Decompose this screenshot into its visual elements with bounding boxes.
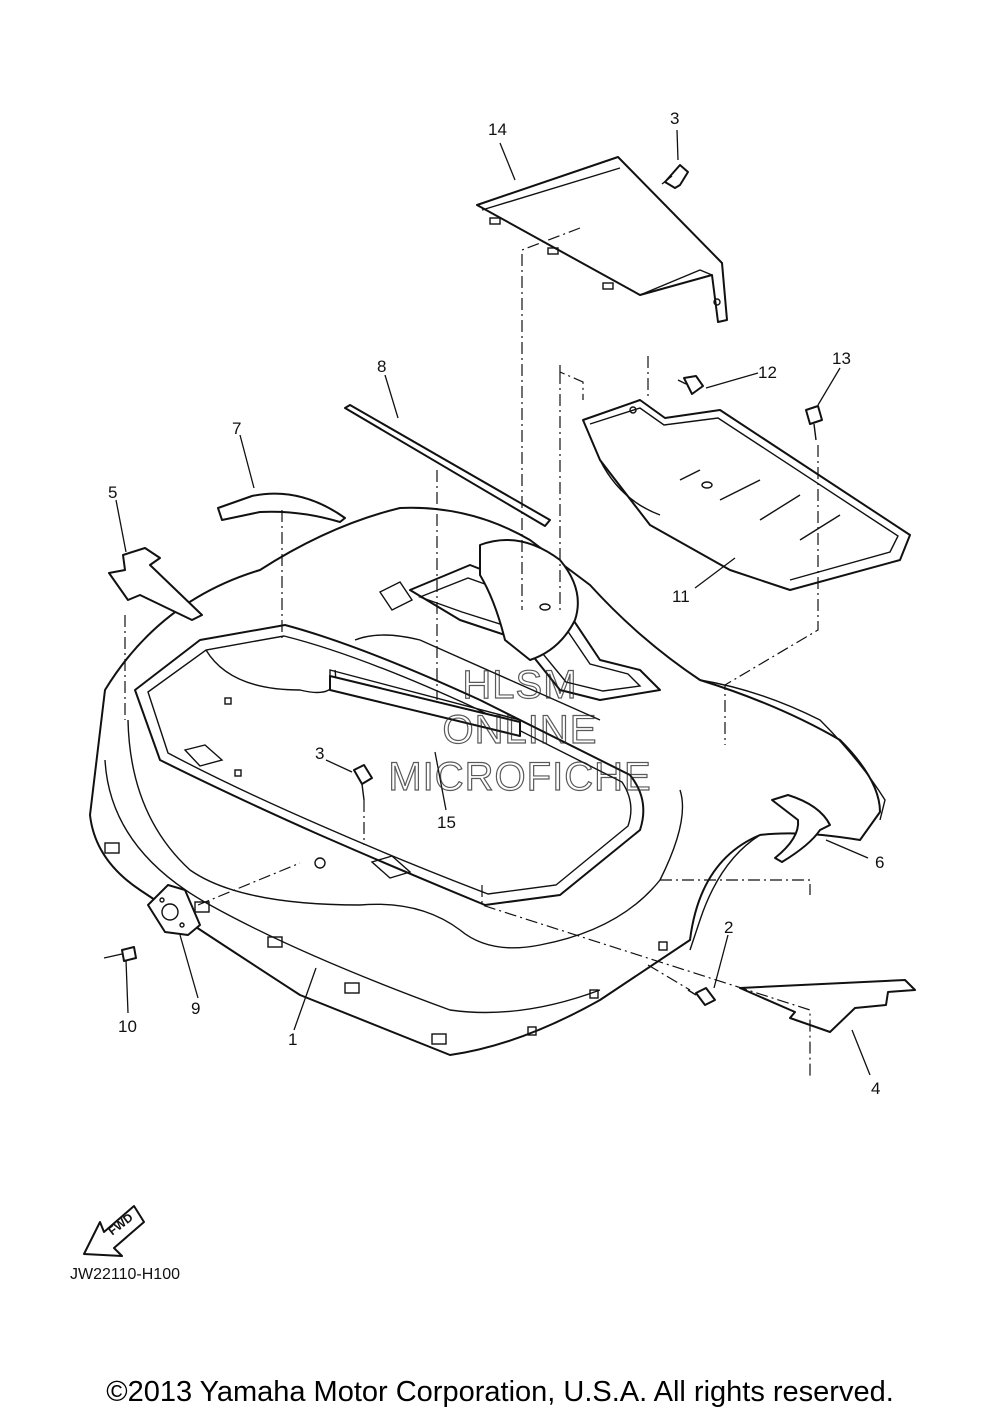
callout-1: 1 bbox=[288, 1030, 297, 1049]
callout-9: 9 bbox=[191, 999, 200, 1018]
callout-11: 11 bbox=[672, 587, 690, 606]
callout-8: 8 bbox=[377, 357, 386, 376]
watermark-line-3: MICROFICHE bbox=[388, 755, 651, 799]
diagram-code: JW22110-H100 bbox=[70, 1266, 180, 1283]
callout-13: 13 bbox=[832, 349, 851, 368]
deck-body-part-1 bbox=[89, 506, 886, 1056]
watermark: HLSM ONLINE MICROFICHE bbox=[388, 662, 652, 799]
callout-12: 12 bbox=[758, 363, 777, 382]
clip-part-3-top bbox=[661, 164, 689, 189]
pad-part-6 bbox=[771, 794, 831, 863]
clip-part-3-mid bbox=[353, 764, 373, 801]
callout-labels: 1 2 3 3 4 5 6 7 8 9 10 11 12 13 14 15 bbox=[108, 109, 884, 1098]
callout-14: 14 bbox=[488, 120, 507, 139]
tray-part-11 bbox=[582, 399, 911, 591]
fwd-arrow-icon: FWD bbox=[83, 1205, 145, 1257]
leader-lines bbox=[115, 129, 871, 1076]
pad-part-5 bbox=[108, 547, 203, 621]
bolt-part-13 bbox=[805, 405, 823, 441]
callout-2: 2 bbox=[724, 918, 733, 937]
pad-part-7 bbox=[217, 492, 346, 523]
callout-6: 6 bbox=[875, 853, 884, 872]
rivet-part-10 bbox=[103, 946, 137, 962]
strip-part-15 bbox=[329, 675, 521, 737]
cover-part-14 bbox=[476, 156, 728, 323]
copyright-notice: ©2013 Yamaha Motor Corporation, U.S.A. A… bbox=[106, 1376, 894, 1408]
watermark-line-1: HLSM bbox=[462, 663, 577, 707]
callout-15: 15 bbox=[437, 813, 456, 832]
assembly-lines bbox=[124, 227, 819, 1078]
callout-5: 5 bbox=[108, 483, 117, 502]
vent-part-9 bbox=[147, 884, 201, 936]
pad-part-4 bbox=[739, 979, 916, 1033]
watermark-line-2: ONLINE bbox=[443, 708, 598, 752]
callout-3-top: 3 bbox=[670, 109, 679, 128]
clip-part-2 bbox=[687, 987, 716, 1006]
callout-3-mid: 3 bbox=[315, 744, 324, 763]
strip-part-8 bbox=[344, 404, 551, 527]
callout-7: 7 bbox=[232, 419, 241, 438]
callout-10: 10 bbox=[118, 1017, 137, 1036]
clip-part-12 bbox=[677, 375, 704, 395]
callout-4: 4 bbox=[871, 1079, 880, 1098]
